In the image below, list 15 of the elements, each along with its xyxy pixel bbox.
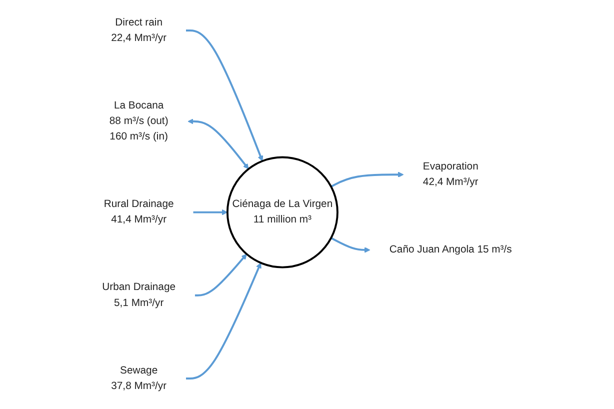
arrow [186, 30, 264, 162]
node-text: Rural Drainage 41,4 Mm³/yr [104, 198, 174, 226]
arrow [186, 262, 262, 380]
node-circle: Ciénaga de La Virgen 11 million m³ [226, 156, 338, 268]
node-text: Direct rain 22,4 Mm³/yr [111, 16, 167, 44]
arrow [188, 118, 249, 170]
node-text: La Bocana 88 m³/s (out) 160 m³/s (in) [109, 100, 168, 142]
arrow [330, 237, 370, 253]
node-text: Caño Juan Angola 15 m³/s [389, 244, 512, 256]
arrow [330, 172, 404, 188]
node-text: Urban Drainage 5,1 Mm³/yr [102, 282, 176, 308]
node-text: Evaporation 42,4 Mm³/yr [422, 161, 478, 188]
arrow [193, 209, 228, 216]
arrow [194, 254, 247, 296]
node-text: Sewage 37,8 Mm³/yr [111, 364, 167, 392]
